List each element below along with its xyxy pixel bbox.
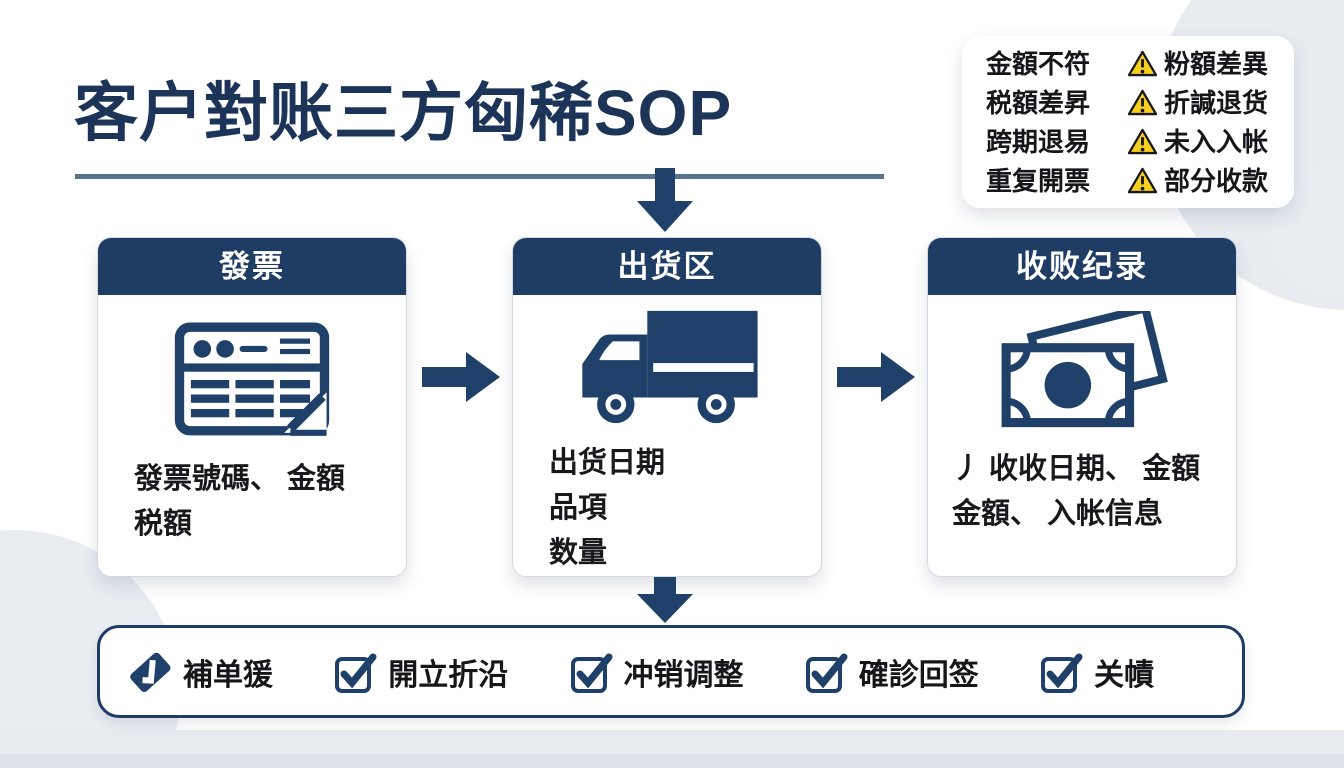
card-receipts-fields: 丿 收收日期、 金額 金額、 入帐信息 bbox=[952, 453, 1201, 530]
legend-left-item: 税額差昇 bbox=[986, 87, 1091, 118]
action-checklist-bar: 補单猨 開立折沿 冲销调整 確診回签 bbox=[97, 625, 1245, 718]
card-receipts-header: 收败纪录 bbox=[928, 238, 1236, 295]
arrow-right-icon bbox=[837, 352, 915, 402]
card-shipping: 出货区 出货日期 品項 数量 bbox=[512, 237, 822, 577]
truck-icon bbox=[582, 310, 758, 424]
money-icon bbox=[1001, 311, 1168, 428]
card-invoice-header: 發票 bbox=[98, 238, 406, 295]
checkbox-check-icon bbox=[805, 653, 848, 693]
card-shipping-header: 出货区 bbox=[513, 238, 821, 295]
checklist-item: 補单猨 bbox=[126, 648, 273, 696]
arrow-down-icon bbox=[637, 168, 693, 232]
checkbox-check-icon bbox=[570, 653, 612, 693]
warning-triangle-icon bbox=[1128, 89, 1157, 116]
legend-left-item: 跨期退易 bbox=[986, 126, 1091, 157]
legend-left-item: 重复開票 bbox=[986, 165, 1091, 196]
checklist-item: 冲销调整 bbox=[569, 650, 744, 694]
diamond-check-icon bbox=[130, 652, 171, 692]
warning-triangle-icon bbox=[1128, 128, 1157, 155]
background-bottom-edge bbox=[0, 754, 1344, 768]
card-receipts: 收败纪录 丿 收收日期、 金額 金額、 入帐信息 bbox=[927, 237, 1237, 577]
warning-triangle-icon bbox=[1128, 167, 1157, 194]
invoice-icon bbox=[174, 322, 330, 436]
legend-left-item: 金額不符 bbox=[986, 48, 1091, 79]
checklist-item: 確診回签 bbox=[804, 650, 979, 694]
legend-right-item: 部分收款 bbox=[1128, 163, 1282, 199]
checkbox-check-icon bbox=[335, 653, 377, 693]
card-shipping-fields: 出货日期 品項 数量 bbox=[549, 447, 666, 569]
title-underline bbox=[75, 174, 884, 179]
warning-triangle-icon bbox=[1128, 50, 1157, 77]
legend-right-item: 未入入帐 bbox=[1128, 124, 1282, 160]
card-invoice: 發票 發票號碼、 金額 税額 bbox=[97, 237, 407, 577]
legend-right-item: 折諴退货 bbox=[1128, 85, 1282, 121]
legend-right-item: 粉額差異 bbox=[1128, 46, 1282, 82]
arrow-down-icon bbox=[637, 577, 693, 623]
arrow-right-icon bbox=[422, 352, 500, 402]
page-title: 客户對账三方匈稀SOP bbox=[74, 77, 733, 149]
checkbox-check-icon bbox=[1041, 653, 1083, 693]
checklist-item: 关幘 bbox=[1039, 650, 1154, 694]
checklist-item: 開立折沿 bbox=[333, 650, 508, 694]
exceptions-legend: 金額不符 粉額差異 税額差昇 折諴退货 跨期退易 未入入帐 重复開票 部分收款 bbox=[962, 36, 1294, 208]
card-invoice-fields: 發票號碼、 金額 税額 bbox=[134, 463, 346, 540]
